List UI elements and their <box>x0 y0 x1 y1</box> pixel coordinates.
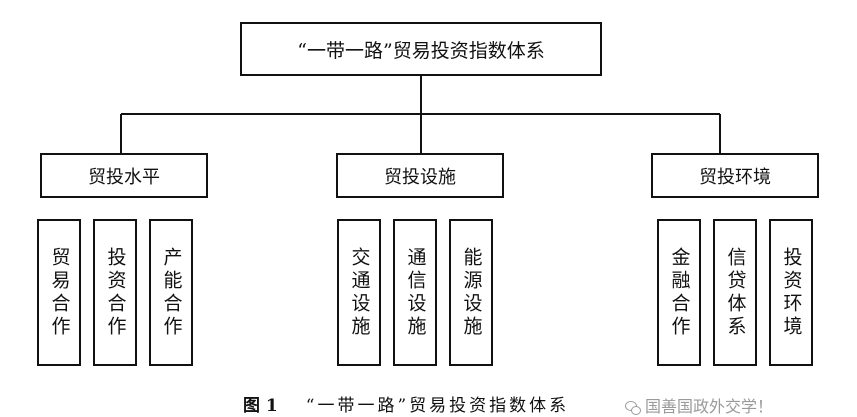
category-trade-facilities: 贸投设施 <box>336 153 504 198</box>
leaf-node: 交通设施 <box>337 219 381 366</box>
leaf-label: 投资合作 <box>104 246 127 339</box>
root-node: “一带一路”贸易投资指数体系 <box>240 22 602 76</box>
leaf-node: 产能合作 <box>149 219 193 366</box>
chat-bubble-icon <box>625 400 641 415</box>
category-label: 贸投水平 <box>88 166 160 188</box>
leaf-node: 信贷体系 <box>713 219 757 366</box>
figure-caption: 图 1 “一带一路”贸易投资指数体系 <box>243 391 569 416</box>
category-trade-level: 贸投水平 <box>40 153 208 198</box>
leaf-node: 金融合作 <box>657 219 701 366</box>
leaf-node: 投资环境 <box>769 219 813 366</box>
leaf-node: 通信设施 <box>393 219 437 366</box>
leaf-label: 信贷体系 <box>724 246 747 339</box>
leaf-label: 能源设施 <box>460 246 483 339</box>
leaf-node: 能源设施 <box>449 219 493 366</box>
leaf-label: 金融合作 <box>668 246 691 339</box>
watermark-text: 国善国政外交学！ <box>645 397 774 416</box>
leaf-label: 投资环境 <box>780 246 803 339</box>
figure-number: 图 1 <box>243 396 278 416</box>
watermark: 国善国政外交学！ <box>625 393 773 417</box>
root-label: “一带一路”贸易投资指数体系 <box>297 39 545 62</box>
category-label: 贸投设施 <box>384 166 456 188</box>
leaf-node: 投资合作 <box>93 219 137 366</box>
category-label: 贸投环境 <box>699 166 771 188</box>
leaf-label: 通信设施 <box>404 246 427 339</box>
leaf-label: 交通设施 <box>348 246 371 339</box>
leaf-node: 贸易合作 <box>37 219 81 366</box>
leaf-label: 产能合作 <box>160 246 183 339</box>
category-trade-environment: 贸投环境 <box>651 153 819 198</box>
leaf-label: 贸易合作 <box>48 246 71 339</box>
caption-text: “一带一路”贸易投资指数体系 <box>305 396 570 416</box>
